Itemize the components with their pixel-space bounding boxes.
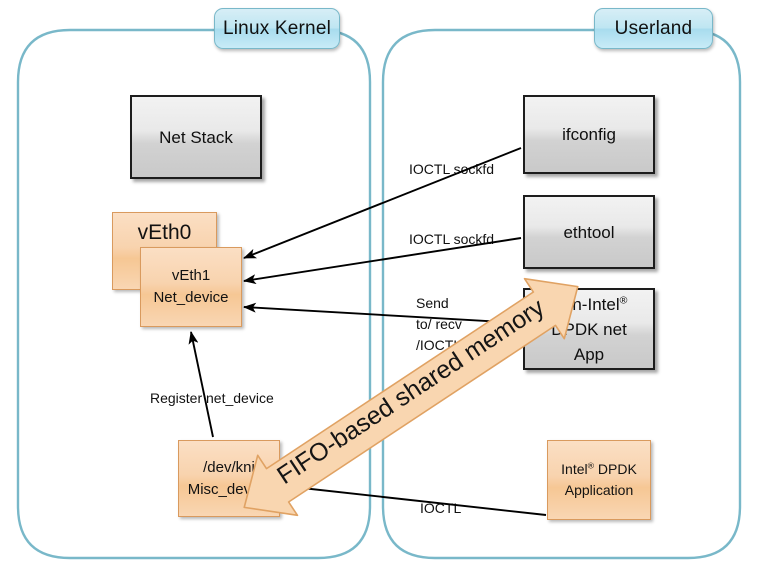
registered-trademark-icon: ® [619, 293, 628, 306]
box-net-stack-label: Net Stack [159, 127, 233, 147]
arrow-register-net-device [188, 331, 214, 438]
zone-tab-linux-kernel: Linux Kernel [214, 8, 340, 49]
box-non-intel-line3: App [573, 344, 605, 364]
box-ethtool: ethtool [523, 195, 655, 269]
zone-tab-kernel-label: Linux Kernel [222, 17, 332, 39]
box-ifconfig-label: ifconfig [562, 125, 616, 144]
box-net-stack: Net Stack [130, 95, 262, 179]
box-veth1-net-device: vEth1 Net_device [140, 247, 242, 327]
box-intel-dpdk-line1-rest: DPDK [594, 461, 637, 477]
zone-tab-userland: Userland [594, 8, 713, 49]
label-register-net-device: Register net_device [150, 390, 274, 406]
box-intel-dpdk-application: Intel® DPDK Application [547, 440, 651, 520]
zone-tab-userland-label: Userland [614, 17, 693, 39]
box-intel-dpdk-line1-text: Intel [561, 461, 588, 477]
label-ioctl-sockfd-ifconfig: IOCTL sockfd [409, 161, 495, 177]
zone-container-kernel [16, 28, 372, 560]
box-veth0-label: vEth0 [137, 221, 192, 244]
box-intel-dpdk-line2: Application [564, 482, 634, 498]
registered-trademark-icon: ® [587, 460, 595, 471]
arrow-non-intel-app-to-veth1 [243, 302, 522, 324]
box-veth1-line1: vEth1 [171, 267, 211, 284]
zone-container-userland [381, 28, 742, 560]
arrow-ifconfig-to-veth1 [243, 147, 522, 259]
arrow-ioctl-dpdk-to-dev-kni [283, 482, 547, 516]
arrow-ethtool-to-veth1 [243, 237, 522, 285]
box-ifconfig: ifconfig [523, 95, 655, 174]
arrow-fifo-shared-memory [243, 277, 579, 517]
box-ethtool-label: ethtool [563, 222, 615, 242]
box-intel-dpdk-line1: Intel® DPDK [561, 459, 637, 480]
box-dev-kni-line1: /dev/kni [203, 458, 255, 476]
box-veth1-line2: Net_device [153, 289, 229, 306]
box-non-intel-line2: DPDK net [551, 319, 627, 339]
